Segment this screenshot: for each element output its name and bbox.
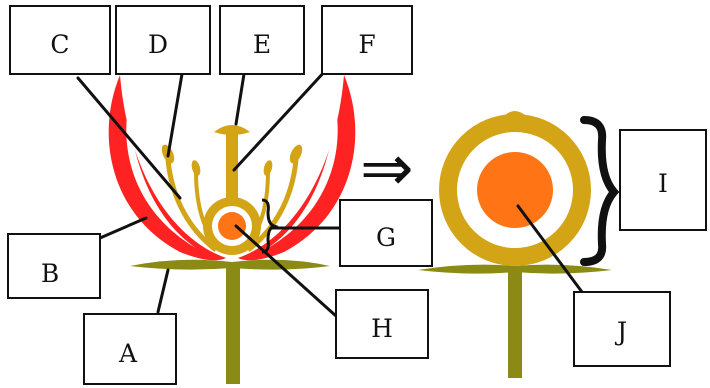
label-i-box (619, 129, 707, 231)
label-i-text: I (658, 169, 668, 198)
label-a-box (83, 313, 177, 385)
petal-right-inner (268, 108, 338, 248)
label-d: D (115, 5, 211, 75)
label-b: B (7, 233, 101, 299)
brace-i (580, 116, 620, 266)
stamen-left-outer (165, 159, 218, 252)
label-h-text: H (371, 314, 393, 343)
leader-j (516, 204, 584, 294)
label-j-text: J (614, 317, 627, 346)
leader-lines (76, 68, 584, 318)
label-g: G (339, 199, 433, 267)
label-f-text: F (358, 30, 375, 59)
seed (477, 152, 553, 228)
label-c-box (9, 5, 111, 75)
ovule (218, 212, 246, 240)
label-a: A (83, 313, 177, 385)
anther-left-inner (191, 160, 201, 176)
anther-right-inner (263, 160, 273, 176)
left-flower (108, 75, 356, 384)
leader-a (156, 268, 170, 314)
brace-g (261, 198, 279, 254)
label-e: E (219, 5, 305, 75)
label-j-box (573, 291, 671, 367)
leader-f (232, 68, 328, 172)
receptacle (130, 259, 330, 270)
label-d-text: D (148, 30, 168, 59)
label-d-box (115, 5, 211, 75)
label-j: J (573, 291, 671, 367)
label-b-text: B (41, 259, 59, 288)
label-g-box (339, 199, 433, 267)
label-f-box (321, 5, 413, 75)
label-h-box (335, 289, 429, 359)
leader-c (76, 76, 182, 200)
leader-e (234, 72, 246, 126)
label-b-box (7, 233, 101, 299)
label-a-text: A (118, 339, 138, 368)
label-e-text: E (253, 30, 271, 59)
leader-h (234, 224, 338, 318)
leader-b (98, 216, 148, 240)
right-fruit (418, 111, 612, 378)
label-f: F (321, 5, 413, 75)
fruit-stalk (508, 270, 522, 378)
anther-right-outer (289, 144, 303, 164)
transition-arrow: ⇒ (360, 132, 414, 206)
fruit-tip (502, 111, 528, 118)
petal-left (108, 75, 226, 261)
label-e-box (219, 5, 305, 75)
petal-right (238, 75, 356, 261)
pistil-style (226, 132, 238, 208)
pistil-stigma (214, 125, 250, 135)
label-g-text: G (376, 223, 396, 252)
label-i: I (619, 129, 707, 231)
leader-d (166, 72, 184, 158)
label-h: H (335, 289, 429, 359)
petal-left-inner (126, 108, 196, 248)
label-c-text: C (50, 30, 69, 59)
label-c: C (9, 5, 111, 75)
flower-stalk (226, 266, 240, 384)
